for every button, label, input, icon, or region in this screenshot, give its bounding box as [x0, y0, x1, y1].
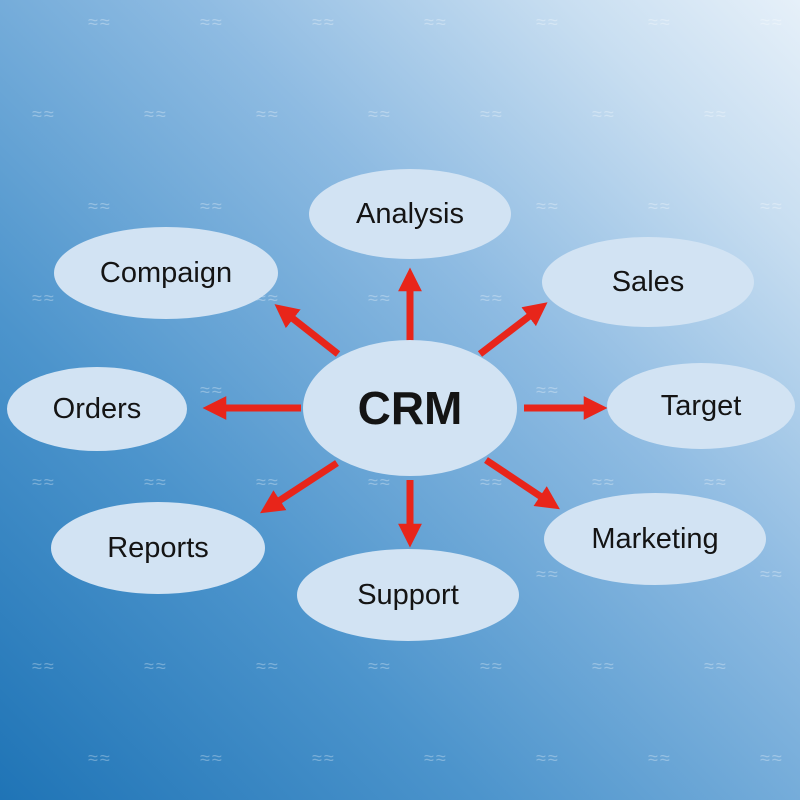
node-orders: Orders: [7, 367, 187, 451]
node-target-label: Target: [660, 389, 742, 422]
node-marketing-label: Marketing: [591, 522, 719, 555]
arrow-crm-compaign: [274, 304, 341, 357]
node-reports-label: Reports: [107, 531, 209, 564]
arrow-crm-sales: [477, 302, 548, 357]
node-analysis-label: Analysis: [356, 197, 464, 230]
arrow-crm-reports: [260, 460, 339, 514]
node-marketing: Marketing: [544, 493, 766, 585]
node-reports: Reports: [51, 502, 265, 594]
node-target: Target: [607, 363, 795, 449]
node-compaign: Compaign: [54, 227, 278, 319]
node-sales: Sales: [542, 237, 754, 327]
node-analysis: Analysis: [309, 169, 511, 259]
arrow-crm-marketing: [484, 457, 560, 510]
node-crm-label: CRM: [357, 382, 463, 434]
node-support-label: Support: [357, 578, 459, 611]
node-crm: CRM: [303, 340, 517, 476]
node-support: Support: [297, 549, 519, 641]
node-compaign-label: Compaign: [99, 256, 233, 289]
node-sales-label: Sales: [611, 265, 685, 298]
node-orders-label: Orders: [52, 392, 142, 425]
